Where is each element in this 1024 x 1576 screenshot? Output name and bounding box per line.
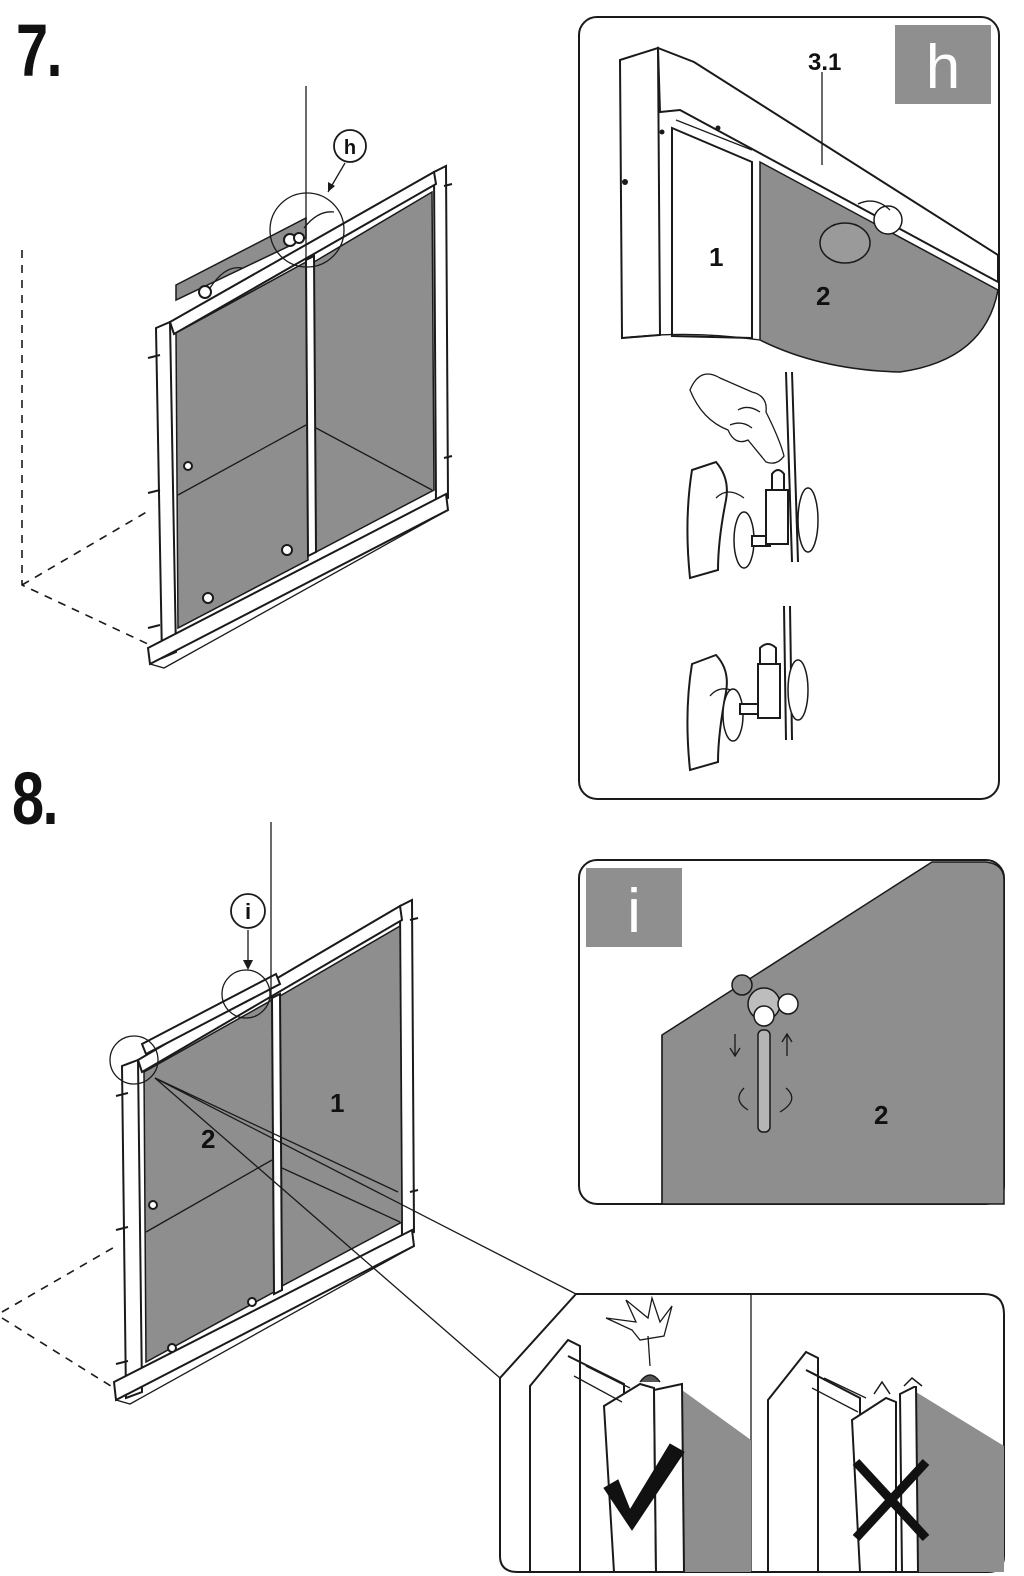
correct-installation-detail [529,1295,751,1573]
step8-assembly-drawing [1,822,577,1405]
detail-h-badge [895,25,991,104]
callout-i-label: i [245,899,251,924]
step-8-number: 8. [12,757,59,840]
part-3-1-label: 3.1 [808,49,841,76]
step8-panel-1-label: 1 [330,1088,344,1118]
detail-h-labels: h 3.1 1 2 [709,25,991,311]
callout-i: i [230,893,266,929]
seal-comparison-panel [499,1293,1005,1573]
detail-i-part-2-label: 2 [874,1100,888,1130]
step8-panel-labels: 1 2 [201,1088,344,1154]
check-icon [603,1443,685,1531]
detail-i-panel: i 2 [578,859,1005,1205]
detail-h-panel [578,16,1000,800]
callout-h: h [333,129,367,163]
step7-assembly-drawing [21,86,453,669]
detail-i-badge-label: i [627,877,641,946]
part-1-label: 1 [709,242,723,272]
step-7-number: 7. [16,9,63,92]
part-2-label: 2 [816,281,830,311]
step8-panel-2-label: 2 [201,1124,215,1154]
cross-icon [852,1458,930,1542]
detail-h-badge-label: h [926,33,960,102]
wrong-installation-detail [767,1350,1004,1573]
detail-i-badge [586,868,682,947]
callout-h-label: h [344,137,356,159]
